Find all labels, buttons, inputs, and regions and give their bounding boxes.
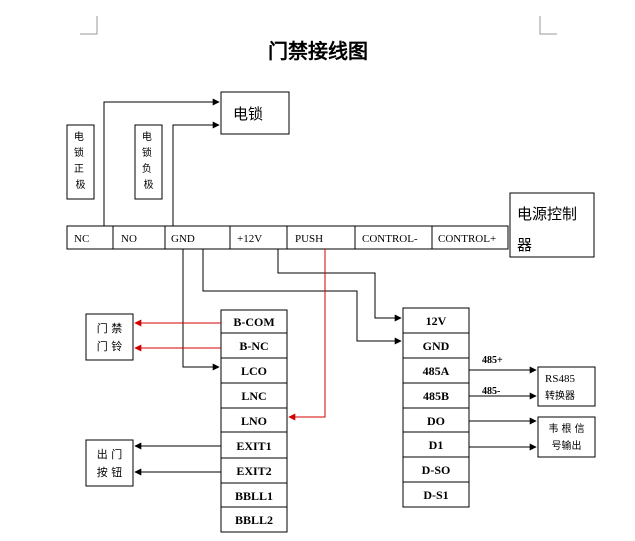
lock-positive-line: 锁: [74, 146, 84, 159]
lock-negative-line: 锁: [142, 146, 152, 159]
svg-text:电 锁 负 极: 电 锁 负 极: [142, 130, 155, 191]
door-bell: 门 禁 门 铃: [85, 313, 134, 361]
terminal-gnd: GND: [171, 233, 195, 245]
svg-text:电 锁 正 极: 电 锁 正 极: [74, 130, 87, 191]
signal-wires: [134, 249, 326, 421]
lock-positive-line: 极: [76, 178, 86, 191]
power-controller-line1: 电源控制: [517, 205, 577, 223]
page-title: 门禁接线图: [268, 39, 368, 63]
exit-button: 出 门 按 钮: [85, 439, 134, 487]
left-terminal-lno: LNO: [241, 414, 267, 428]
terminal-no: NO: [121, 233, 137, 245]
door-bell-line1: 门 禁: [97, 321, 123, 335]
lock-negative-wire-label: 电 锁 负 极: [134, 124, 163, 200]
left-terminal-b-nc: B-NC: [239, 339, 268, 353]
control-wires: [134, 249, 537, 476]
power-controller-line2: 器: [517, 236, 532, 254]
left-terminal-lco: LCO: [241, 364, 267, 378]
lock-positive-wire-label: 电 锁 正 极: [66, 124, 95, 200]
exit-button-line1: 出 门: [97, 447, 123, 461]
right-terminal-do: DO: [427, 414, 445, 428]
lock-negative-line: 电: [142, 130, 152, 143]
page-corner-marks: [80, 16, 557, 35]
wiegand-line2: 号输出: [552, 439, 582, 452]
lock-positive-line: 电: [74, 130, 84, 143]
right-terminal-12v: 12V: [426, 314, 447, 328]
left-module: B-COM B-NC LCO LNC LNO EXIT1 EXIT2 BBLL1…: [220, 309, 288, 533]
left-terminal-bbll1: BBLL1: [235, 489, 273, 503]
power-controller: 电源控制 器: [509, 192, 595, 258]
rs485-line2: 转换器: [545, 389, 575, 402]
left-terminal-bbll2: BBLL2: [235, 513, 273, 527]
lock-wires: [103, 98, 220, 226]
exit-button-line2: 按 钮: [97, 465, 123, 479]
right-terminal-485b: 485B: [423, 389, 449, 403]
wiegand-output: 韦 根 信 号输出: [537, 416, 596, 458]
door-bell-line2: 门 铃: [97, 339, 123, 353]
rs485-line1: RS485: [545, 373, 575, 385]
left-terminal-lnc: LNC: [241, 389, 266, 403]
terminal-push: PUSH: [295, 233, 323, 245]
right-terminal-d-so: D-SO: [422, 463, 451, 477]
terminal-control-plus: CONTROL+: [438, 233, 496, 245]
electric-lock-label: 电锁: [233, 105, 263, 123]
right-terminal-gnd: GND: [423, 339, 450, 353]
right-terminal-d1: D1: [429, 438, 444, 452]
electric-lock: 电锁: [220, 91, 290, 135]
right-terminal-d-s1: D-S1: [423, 488, 448, 502]
left-terminal-exit2: EXIT2: [236, 464, 271, 478]
label-485-plus: 485+: [482, 355, 503, 366]
label-485-minus: 485-: [482, 386, 500, 397]
terminal-nc: NC: [74, 233, 89, 245]
right-terminal-485a: 485A: [423, 364, 450, 378]
left-terminal-exit1: EXIT1: [236, 439, 271, 453]
terminal-12v: +12V: [237, 233, 262, 245]
terminal-strip: NC NO GND +12V PUSH CONTROL- CONTROL+: [66, 225, 509, 250]
lock-positive-line: 正: [74, 164, 84, 175]
terminal-control-minus: CONTROL-: [362, 233, 418, 245]
right-module: 12V GND 485A 485B DO D1 D-SO D-S1: [402, 307, 470, 508]
lock-negative-line: 极: [144, 178, 154, 191]
left-terminal-b-com: B-COM: [233, 315, 274, 329]
wiegand-line1: 韦 根 信: [548, 422, 584, 435]
rs485-converter: RS485 转换器: [537, 366, 596, 407]
lock-negative-line: 负: [142, 162, 152, 175]
